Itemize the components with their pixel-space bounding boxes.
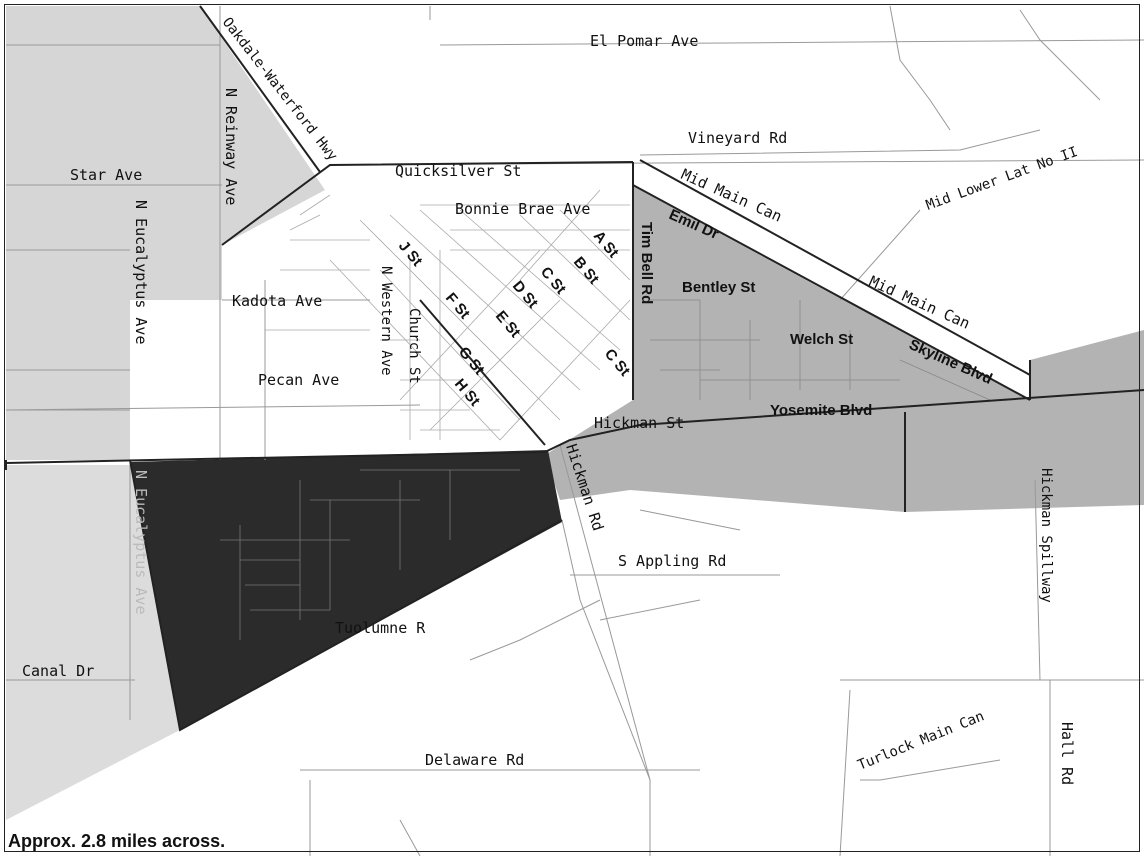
label-canal-dr: Canal Dr xyxy=(22,662,94,680)
label-c-st-2: C St xyxy=(601,346,633,380)
label-s-appling-rd: S Appling Rd xyxy=(618,552,726,570)
dark-region xyxy=(130,450,562,730)
label-n-reinway-ave: N Reinway Ave xyxy=(222,88,240,205)
label-n-eucalyptus-ave: N Eucalyptus Ave xyxy=(132,200,150,345)
label-b-st: B St xyxy=(570,254,602,288)
gray-region-streets xyxy=(650,299,991,401)
label-kadota-ave: Kadota Ave xyxy=(232,292,322,310)
label-n-eucalyptus-ave-south: N Eucalyptus Ave xyxy=(132,470,150,615)
major-roads xyxy=(5,5,1144,732)
label-church-st: Church St xyxy=(406,308,422,384)
label-vineyard-rd: Vineyard Rd xyxy=(688,129,787,147)
label-f-st: F St xyxy=(442,290,473,323)
label-yosemite-blvd: Yosemite Blvd xyxy=(770,402,872,419)
label-tuolumne-r: Tuolumne R xyxy=(335,619,426,637)
label-delaware-rd: Delaware Rd xyxy=(425,751,524,769)
label-pecan-ave: Pecan Ave xyxy=(258,371,339,389)
scale-caption: Approx. 2.8 miles across. xyxy=(8,831,226,851)
label-hall-rd: Hall Rd xyxy=(1058,722,1076,785)
label-d-st: D St xyxy=(509,278,541,312)
label-welch-st: Welch St xyxy=(790,331,853,348)
label-bentley-st: Bentley St xyxy=(682,279,755,296)
label-bonnie-brae-ave: Bonnie Brae Ave xyxy=(455,200,590,218)
label-star-ave: Star Ave xyxy=(70,166,142,184)
label-quicksilver-st: Quicksilver St xyxy=(395,162,521,180)
label-c-st: C St xyxy=(537,264,569,298)
label-j-st: J St xyxy=(395,238,426,270)
west-light-region xyxy=(6,6,325,460)
minor-roads xyxy=(5,5,1144,856)
dark-region-streets xyxy=(220,469,520,640)
label-turlock-main-can: Turlock Main Can xyxy=(856,708,987,773)
label-hickman-spillway: Hickman Spillway xyxy=(1038,468,1054,603)
east-gray-region xyxy=(545,186,1144,512)
label-e-st: E St xyxy=(492,308,524,341)
label-hickman-st: Hickman St xyxy=(594,414,684,432)
label-tim-bell-rd: Tim Bell Rd xyxy=(638,222,655,304)
label-el-pomar-ave: El Pomar Ave xyxy=(590,32,698,50)
town-street-grid xyxy=(265,189,631,441)
label-n-western-ave: N Western Ave xyxy=(378,266,394,376)
southwest-light-region xyxy=(6,465,180,820)
label-mid-lower-lat-no-ii: Mid Lower Lat No II xyxy=(924,144,1080,214)
